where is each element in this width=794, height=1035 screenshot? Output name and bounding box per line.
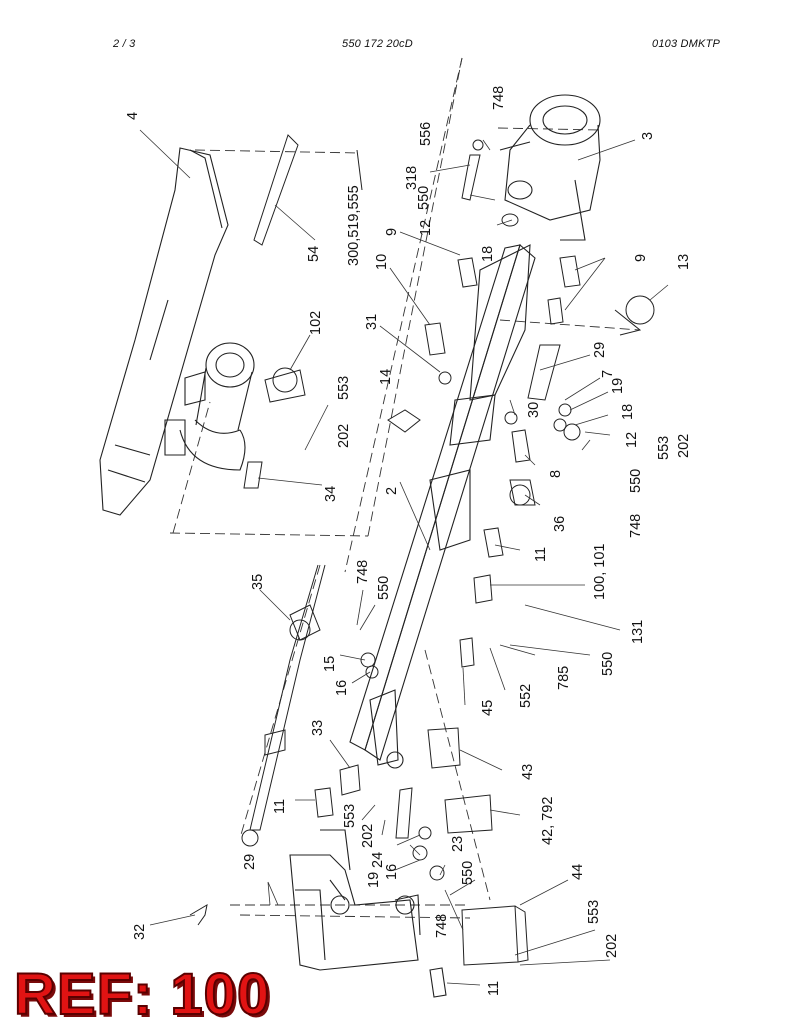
callout-43: 43 bbox=[520, 764, 536, 780]
callout-29: 29 bbox=[242, 854, 258, 870]
document-number: 550 172 20cD bbox=[342, 38, 413, 50]
clamps bbox=[264, 295, 655, 641]
swivel-part-3 bbox=[499, 94, 601, 241]
callout-12: 12 bbox=[624, 432, 640, 448]
callout-202: 202 bbox=[604, 934, 620, 958]
callout-318: 318 bbox=[404, 166, 420, 190]
callout-10: 10 bbox=[374, 254, 390, 270]
plate-part-54 bbox=[253, 134, 299, 246]
callout-23: 23 bbox=[450, 836, 466, 852]
callout-44: 44 bbox=[570, 864, 586, 880]
callout-748: 748 bbox=[355, 560, 371, 584]
callout-30: 30 bbox=[526, 402, 542, 418]
bracket-part-32 bbox=[189, 904, 208, 926]
callout-2: 2 bbox=[384, 487, 400, 495]
callout-748: 748 bbox=[628, 514, 644, 538]
callout-11: 11 bbox=[272, 799, 288, 814]
callout-553: 553 bbox=[342, 804, 358, 828]
callout-35: 35 bbox=[250, 574, 266, 590]
callout-15: 15 bbox=[322, 656, 338, 672]
callout-31: 31 bbox=[364, 314, 380, 330]
callout-550: 550 bbox=[460, 861, 476, 885]
callout-54: 54 bbox=[306, 246, 322, 262]
callout-34: 34 bbox=[323, 486, 339, 502]
main-boom-part-2 bbox=[349, 244, 536, 769]
callout-550: 550 bbox=[628, 469, 644, 493]
page-number: 2 / 3 bbox=[113, 38, 136, 50]
lower-mount bbox=[289, 829, 447, 998]
callout-24: 24 bbox=[370, 852, 386, 868]
callout-9: 9 bbox=[633, 254, 649, 262]
callout-785: 785 bbox=[556, 666, 572, 690]
callout-16: 16 bbox=[334, 680, 350, 696]
pins-and-bushings bbox=[356, 139, 581, 558]
callout-13: 13 bbox=[676, 254, 692, 270]
callout-100-101: 100, 101 bbox=[592, 544, 608, 600]
callout-16: 16 bbox=[384, 864, 400, 880]
callout-12: 12 bbox=[418, 220, 434, 236]
callout-7: 7 bbox=[600, 370, 616, 378]
callout-300-519-555: 300,519,555 bbox=[346, 185, 362, 266]
callout-202: 202 bbox=[360, 824, 376, 848]
callout-4: 4 bbox=[125, 112, 141, 120]
callout-550: 550 bbox=[600, 652, 616, 676]
callout-labels: 4 54 300,519,555 102 553 202 34 556 748 … bbox=[125, 86, 692, 996]
callout-18: 18 bbox=[480, 246, 496, 262]
callout-102: 102 bbox=[308, 311, 324, 335]
callout-42-792: 42, 792 bbox=[540, 797, 556, 845]
ref-stamp: REF: 100 bbox=[13, 962, 271, 1027]
callout-550: 550 bbox=[376, 576, 392, 600]
bracket-part-34 bbox=[243, 461, 263, 489]
callout-32: 32 bbox=[132, 924, 148, 940]
callout-131: 131 bbox=[630, 620, 646, 644]
callout-748: 748 bbox=[491, 86, 507, 110]
callout-18: 18 bbox=[620, 404, 636, 420]
callout-748: 748 bbox=[434, 914, 450, 938]
lower-cylinder bbox=[241, 564, 413, 847]
callout-550: 550 bbox=[416, 186, 432, 210]
callout-14: 14 bbox=[378, 369, 394, 385]
callout-556: 556 bbox=[418, 122, 434, 146]
callout-11: 11 bbox=[486, 981, 502, 996]
callout-553: 553 bbox=[336, 376, 352, 400]
callout-3: 3 bbox=[640, 132, 656, 140]
callout-33: 33 bbox=[310, 720, 326, 736]
callout-8: 8 bbox=[548, 470, 564, 478]
part-44-box bbox=[461, 905, 529, 966]
callout-553: 553 bbox=[586, 900, 602, 924]
callout-202: 202 bbox=[676, 434, 692, 458]
callout-553: 553 bbox=[656, 436, 672, 460]
callout-36: 36 bbox=[552, 516, 568, 532]
callout-19: 19 bbox=[610, 378, 626, 394]
drawing-code: 0103 DMKTP bbox=[652, 38, 721, 50]
callout-552: 552 bbox=[518, 684, 534, 708]
callout-19: 19 bbox=[366, 872, 382, 888]
callout-202: 202 bbox=[336, 424, 352, 448]
upper-arm-part-4 bbox=[99, 147, 229, 516]
callout-11: 11 bbox=[533, 547, 549, 562]
callout-9: 9 bbox=[384, 228, 400, 236]
callout-45: 45 bbox=[480, 700, 496, 716]
valve-blocks bbox=[412, 574, 493, 881]
leader-lines bbox=[139, 129, 669, 986]
callout-29: 29 bbox=[592, 342, 608, 358]
hydraulic-motor bbox=[164, 342, 255, 471]
